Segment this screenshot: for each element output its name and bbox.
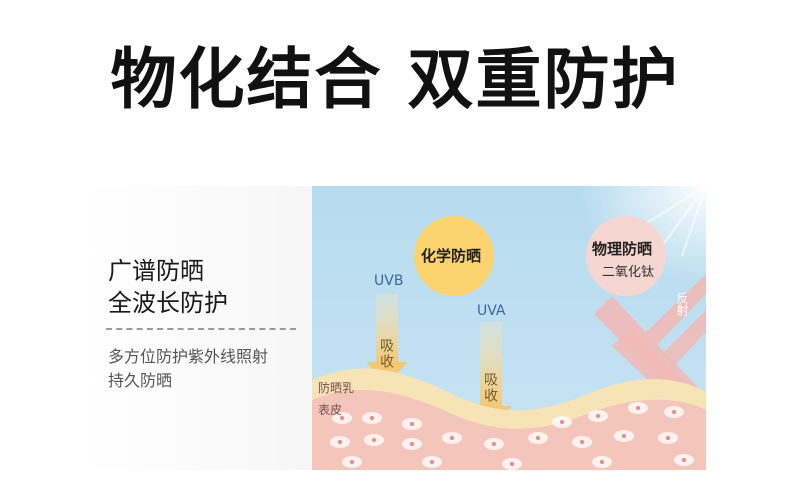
feature-title-2: 全波长防护 xyxy=(108,289,228,317)
skin-layer xyxy=(312,389,706,470)
feature-desc-2: 持久防晒 xyxy=(108,371,173,390)
feature-desc-1: 多方位防护紫外线照射 xyxy=(108,347,269,366)
skin-cell-nuclei xyxy=(338,406,686,466)
chemical-circle xyxy=(414,216,494,296)
sun-protection-diagram: 化学防晒 物理防晒 二氧化钛 UVB UVA 吸收 吸收 反射 防晒乳 表皮 xyxy=(312,186,706,470)
diagram-illustration xyxy=(312,186,706,470)
feature-title-1: 广谱防晒 xyxy=(108,257,204,285)
dashed-divider xyxy=(106,328,296,330)
left-info-panel: 广谱防晒 全波长防护 多方位防护紫外线照射 持久防晒 xyxy=(84,186,312,470)
uva-label: UVA xyxy=(477,303,506,319)
physical-circle-sublabel: 二氧化钛 xyxy=(602,265,655,280)
sun-rays-decor xyxy=(641,186,706,257)
chemical-circle-label: 化学防晒 xyxy=(421,247,482,265)
skin-layer-label: 表皮 xyxy=(318,403,343,417)
headline: 物化结合 双重防护 xyxy=(110,41,680,118)
absorb-label-uva: 吸收 xyxy=(482,372,498,404)
uvb-label: UVB xyxy=(374,273,404,289)
absorb-label-uvb: 吸收 xyxy=(378,338,394,370)
physical-circle xyxy=(586,216,666,296)
reflect-label: 反射 xyxy=(675,292,689,316)
physical-circle-label: 物理防晒 xyxy=(592,240,653,258)
sunscreen-layer-label: 防晒乳 xyxy=(318,381,355,395)
